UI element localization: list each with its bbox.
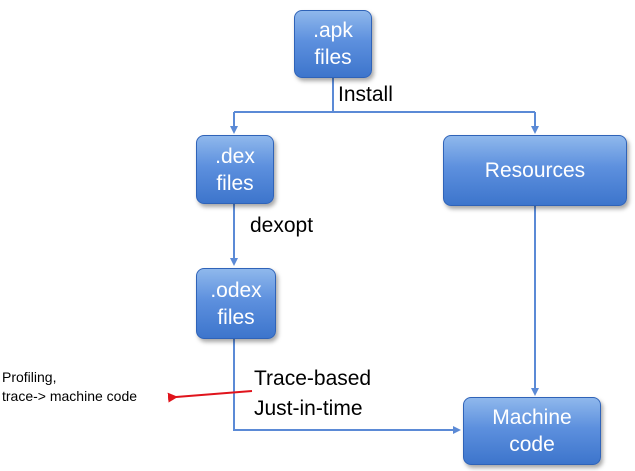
dexopt-label: dexopt bbox=[250, 214, 314, 237]
odex-files-node: .odex files bbox=[196, 268, 276, 339]
odex-files-node-line2: files bbox=[217, 305, 255, 329]
dex-files-node-line1: .dex bbox=[215, 144, 255, 168]
dex-files-node-line2: files bbox=[216, 171, 254, 195]
connector-odex-to-machine bbox=[233, 339, 461, 434]
resources-node: Resources bbox=[443, 135, 627, 206]
profiling-annotation-line2: trace-> machine code bbox=[2, 388, 138, 404]
jit-label-line2: Just-in-time bbox=[254, 397, 363, 420]
machine-code-node: Machine code bbox=[463, 397, 601, 465]
odex-files-node-line1: .odex bbox=[210, 278, 262, 302]
dex-files-node: .dex files bbox=[196, 135, 274, 204]
apk-files-node-line1: .apk bbox=[313, 19, 353, 42]
install-label: Install bbox=[338, 83, 393, 106]
machine-code-node-line1: Machine bbox=[492, 406, 572, 429]
annotation-arrow bbox=[167, 390, 253, 403]
profiling-annotation-line1: Profiling, bbox=[2, 369, 57, 385]
machine-code-node-line2: code bbox=[509, 433, 555, 456]
profiling-annotation: Profiling, trace-> machine code bbox=[2, 368, 137, 406]
apk-files-node: .apk files bbox=[294, 10, 372, 78]
jit-label-line1: Trace-based bbox=[254, 367, 372, 390]
apk-files-node-line2: files bbox=[314, 46, 352, 69]
resources-node-line1: Resources bbox=[484, 159, 586, 182]
